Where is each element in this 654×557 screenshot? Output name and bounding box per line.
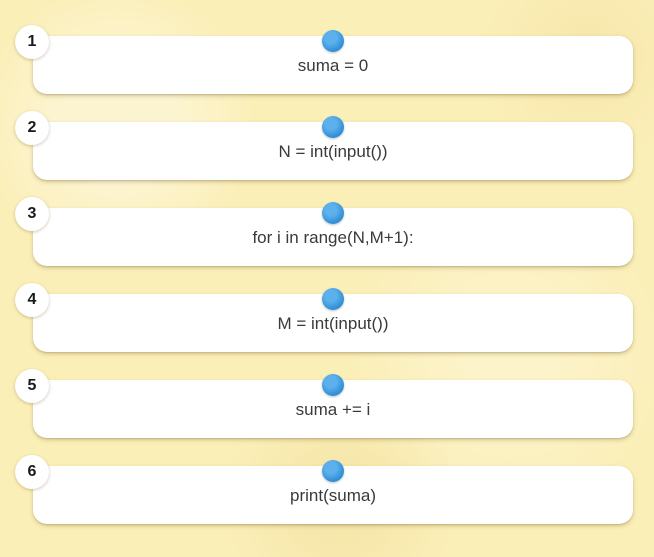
code-step-4: M = int(input()) 4 [0, 283, 654, 354]
step-number-badge: 6 [15, 455, 49, 489]
code-line: print(suma) [290, 486, 376, 505]
step-number-badge: 1 [15, 25, 49, 59]
code-step-6: print(suma) 6 [0, 455, 654, 526]
code-step-5: suma += i 5 [0, 369, 654, 440]
step-number-badge: 3 [15, 197, 49, 231]
drag-handle-dot-icon[interactable] [322, 460, 344, 482]
drag-handle-dot-icon[interactable] [322, 30, 344, 52]
code-line: suma += i [295, 400, 371, 419]
code-step-2: N = int(input()) 2 [0, 111, 654, 182]
code-card[interactable]: suma += i [33, 380, 633, 438]
drag-handle-dot-icon[interactable] [322, 288, 344, 310]
drag-handle-dot-icon[interactable] [322, 202, 344, 224]
code-line: M = int(input()) [277, 314, 389, 333]
code-line: suma = 0 [297, 56, 369, 75]
step-number-badge: 4 [15, 283, 49, 317]
code-step-1: suma = 0 1 [0, 25, 654, 96]
drag-handle-dot-icon[interactable] [322, 374, 344, 396]
code-card[interactable]: for i in range(N,M+1): [33, 208, 633, 266]
code-line: N = int(input()) [278, 142, 388, 161]
step-number-badge: 5 [15, 369, 49, 403]
code-card[interactable]: M = int(input()) [33, 294, 633, 352]
code-step-3: for i in range(N,M+1): 3 [0, 197, 654, 268]
step-number-badge: 2 [15, 111, 49, 145]
drag-handle-dot-icon[interactable] [322, 116, 344, 138]
code-line: for i in range(N,M+1): [252, 228, 414, 247]
